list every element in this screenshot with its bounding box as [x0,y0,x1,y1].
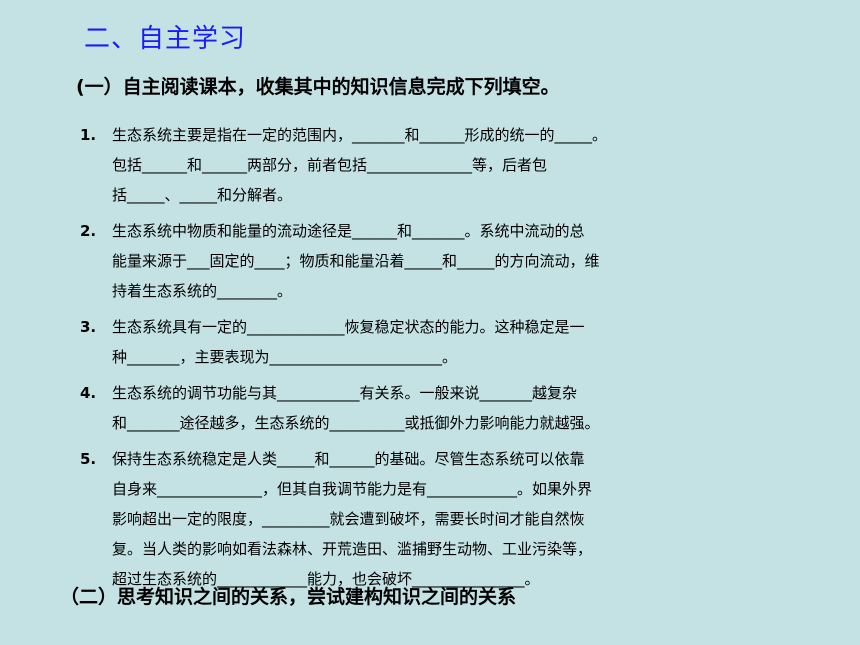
question-line: 保持生态系统稳定是人类_____和______的基础。尽管生态系统可以依靠 [112,450,585,468]
question-line: 种_______，主要表现为_______________________。 [112,348,458,366]
question-number: 3. [80,318,97,336]
subsection-heading-reading: (一）自主阅读课本，收集其中的知识信息完成下列填空。 [76,76,560,98]
question-item: 4. 生态系统的调节功能与其___________有关系。一般来说_______… [80,378,800,438]
fill-in-blank-list: 1. 生态系统主要是指在一定的范围内，_______和______形成的统一的_… [80,120,800,600]
question-line: 能量来源于___固定的____；物质和能量沿着_____和_____的方向流动，… [112,252,600,270]
question-line: 和_______途径越多，生态系统的__________或抵御外力影响能力就越强… [112,414,600,432]
question-line: 生态系统的调节功能与其___________有关系。一般来说_______越复杂 [112,384,578,402]
question-line: 影响超出一定的限度，_________就会遭到破坏，需要长时间才能自然恢 [112,510,585,528]
question-line: 生态系统主要是指在一定的范围内，_______和______形成的统一的____… [112,126,608,144]
question-number: 2. [80,222,97,240]
question-number: 4. [80,384,97,402]
question-line: 自身来______________，但其自我调节能力是有____________… [112,480,593,498]
question-number: 1. [80,126,97,144]
question-line: 生态系统具有一定的_____________恢复稳定状态的能力。这种稳定是一 [112,318,585,336]
question-line: 超过生态系统的____________能力，也会破坏______________… [112,570,540,588]
subsection-heading-relations: （二）思考知识之间的关系，尝试建构知识之间的关系 [60,586,517,608]
question-item: 5. 保持生态系统稳定是人类_____和______的基础。尽管生态系统可以依靠… [80,444,800,594]
question-line: 生态系统中物质和能量的流动途径是______和_______。系统中流动的总 [112,222,585,240]
question-item: 3. 生态系统具有一定的_____________恢复稳定状态的能力。这种稳定是… [80,312,800,372]
question-item: 2. 生态系统中物质和能量的流动途径是______和_______。系统中流动的… [80,216,800,306]
section-title: 二、自主学习 [84,24,247,54]
question-line: 持着生态系统的________。 [112,282,293,300]
question-line: 复。当人类的影响如看法森林、开荒造田、滥捕野生动物、工业污染等， [112,540,593,558]
question-line: 括_____、_____和分解者。 [112,186,293,204]
question-line: 包括______和______两部分，前者包括______________等，后… [112,156,548,174]
question-item: 1. 生态系统主要是指在一定的范围内，_______和______形成的统一的_… [80,120,800,210]
question-number: 5. [80,450,97,468]
